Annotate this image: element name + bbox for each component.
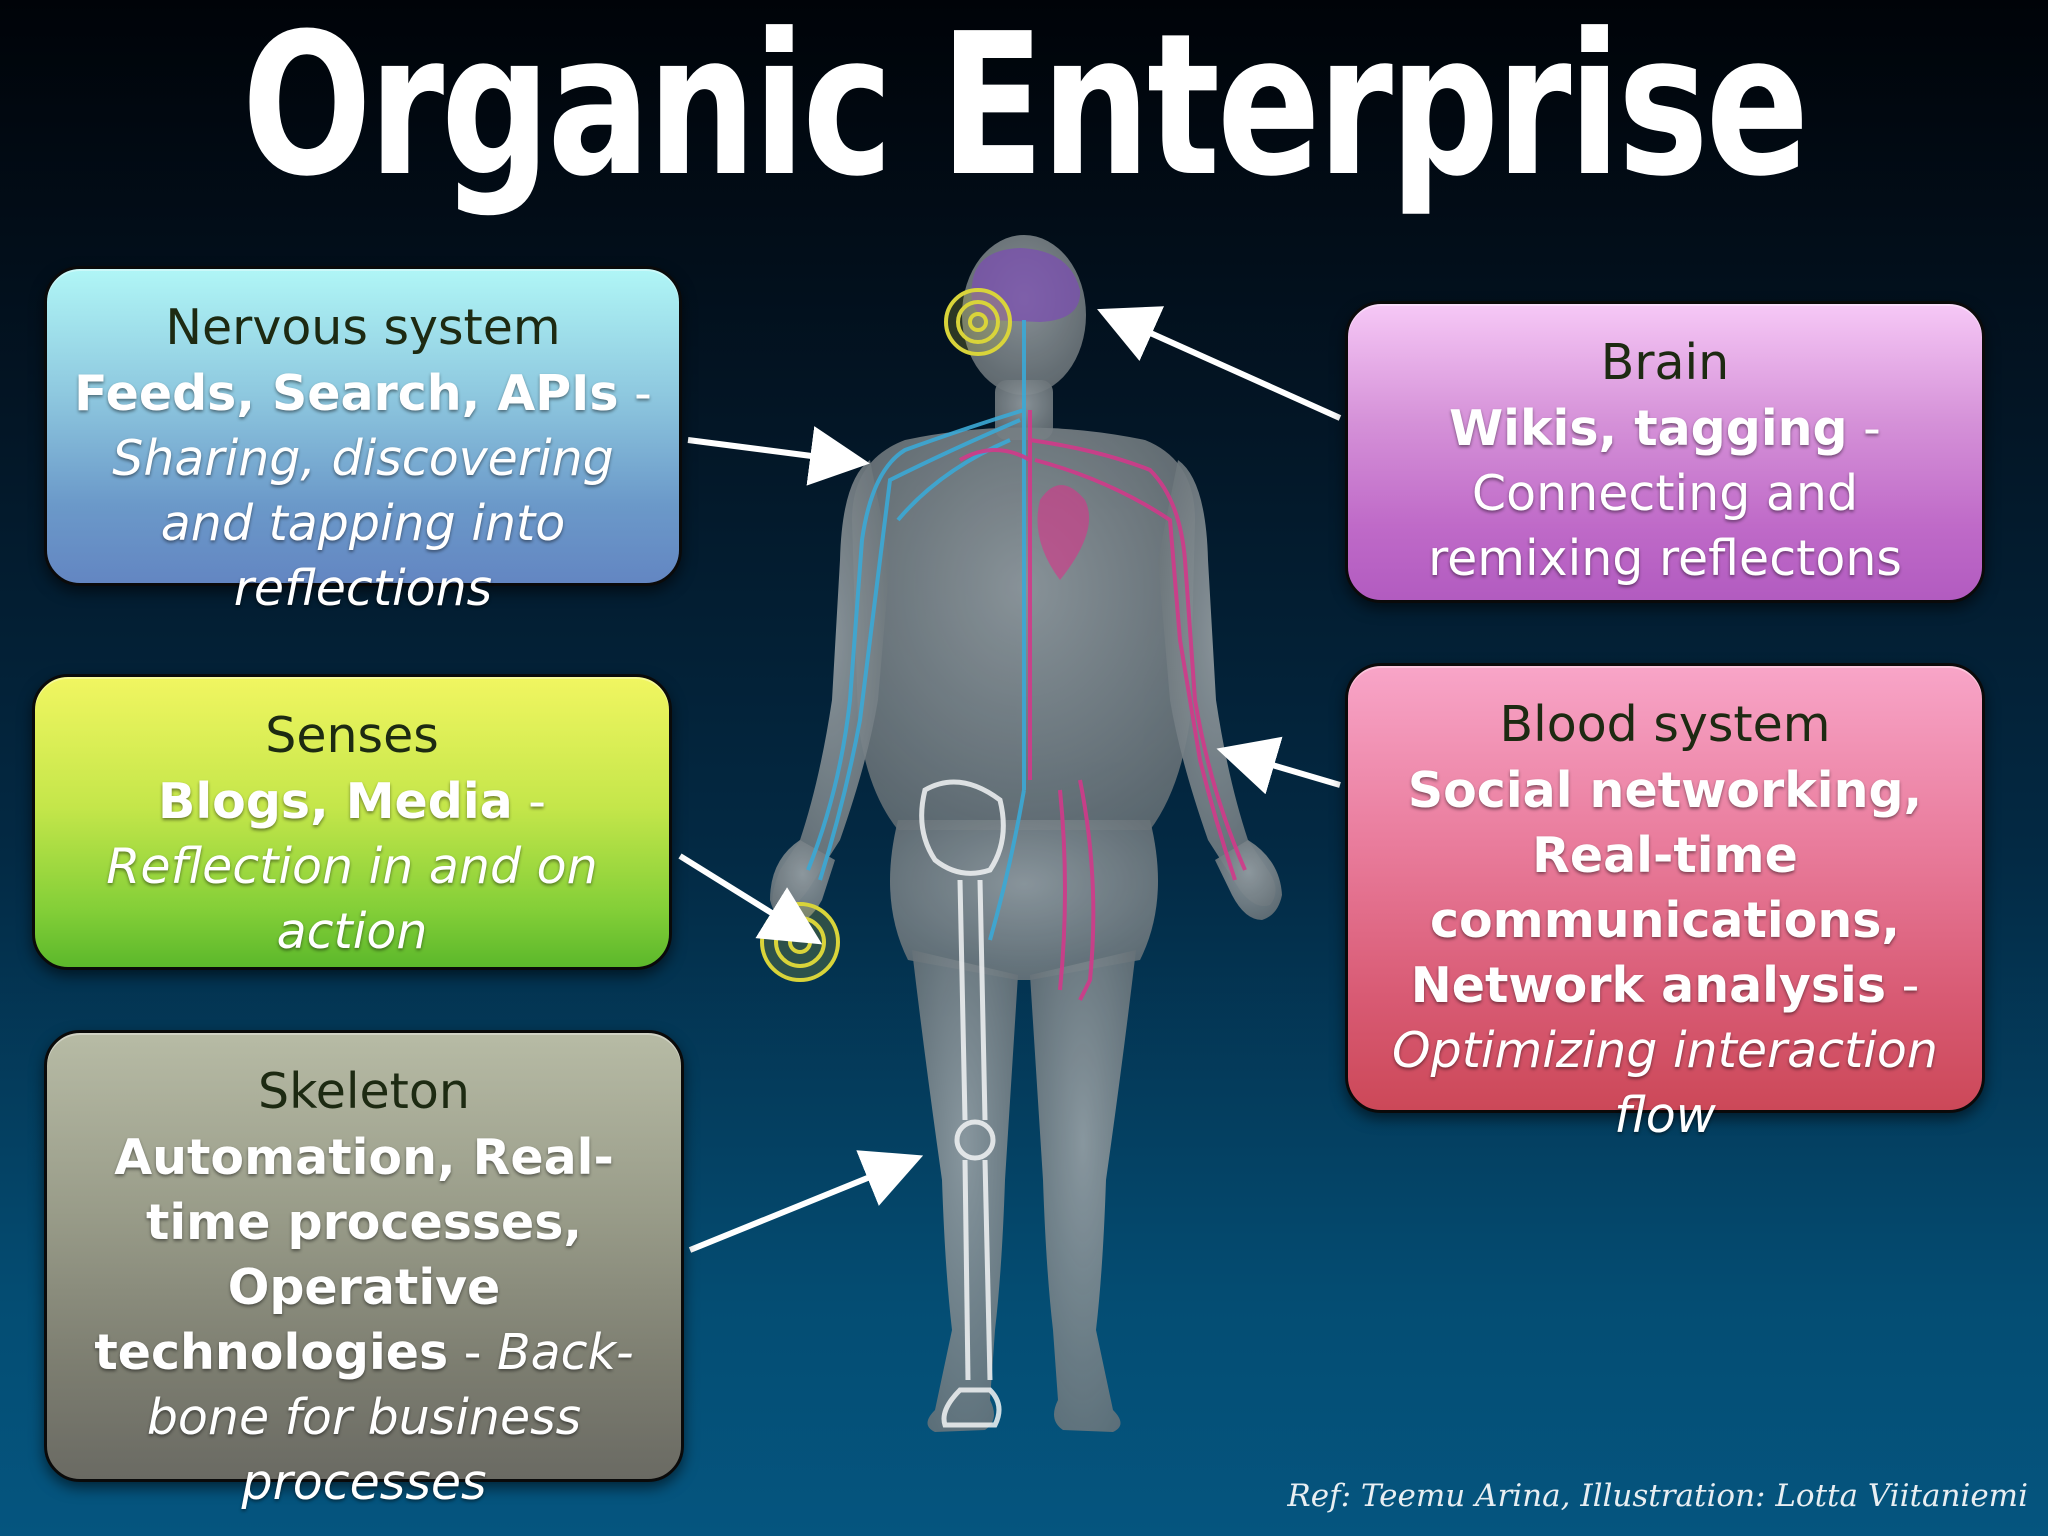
brain-body: Wikis, tagging - Connecting and remixing… — [1348, 396, 1982, 591]
brain-shape — [971, 248, 1081, 322]
slide-title: Organic Enterprise — [241, 0, 1809, 220]
pointer-arrows — [678, 306, 1342, 1253]
blood-system-tools: Social networking, Real-time communicati… — [1407, 762, 1923, 1014]
nervous-system-lines — [806, 320, 1026, 941]
nervous-system-box: Nervous system Feeds, Search, APIs - Sha… — [44, 266, 682, 617]
blood-system-heading: Blood system — [1499, 696, 1831, 753]
nervous-system-tools: Feeds, Search, APIs — [74, 365, 619, 422]
brain-tools: Wikis, tagging — [1449, 400, 1848, 457]
blood-system-body: Social networking, Real-time communicati… — [1348, 758, 1982, 1148]
arrow-blood — [1216, 736, 1341, 795]
skeleton-description: Back-bone for business processes — [146, 1324, 634, 1511]
arrow-senses — [678, 853, 823, 945]
skeleton-tools: Automation, Real-time processes, Operati… — [94, 1129, 614, 1381]
skeleton-heading: Skeleton — [258, 1063, 470, 1120]
arrow-skeleton — [688, 1150, 924, 1253]
senses-tools: Blogs, Media — [158, 773, 513, 830]
nervous-system-body: Feeds, Search, APIs - Sharing, discoveri… — [47, 361, 679, 621]
senses-description: Reflection in and on action — [106, 838, 598, 960]
credit-line: Ref: Teemu Arina, Illustration: Lotta Vi… — [1287, 1478, 2028, 1514]
blood-system-separator: - — [1886, 957, 1920, 1014]
brain-separator: - — [1847, 400, 1881, 457]
senses-box: Senses Blogs, Media - Reflection in and … — [32, 674, 672, 970]
senses-separator: - — [512, 773, 546, 830]
nervous-system-separator: - — [618, 365, 652, 422]
skeleton-box: Skeleton Automation, Real-time processes… — [44, 1030, 684, 1511]
blood-system-box: Blood system Social networking, Real-tim… — [1345, 663, 1985, 1144]
nervous-system-heading: Nervous system — [165, 299, 561, 356]
brain-heading: Brain — [1600, 334, 1730, 391]
senses-body: Blogs, Media - Reflection in and on acti… — [35, 769, 669, 964]
skeleton-bones — [919, 779, 1006, 1428]
target-ring-head — [944, 288, 1012, 356]
blood-system-description: Optimizing interaction flow — [1392, 1022, 1938, 1144]
arrow-brain — [1097, 306, 1342, 421]
senses-heading: Senses — [265, 707, 439, 764]
skeleton-separator: - — [448, 1324, 498, 1381]
arrow-nervous — [687, 426, 870, 486]
skeleton-body: Automation, Real-time processes, Operati… — [47, 1125, 681, 1515]
heart-shape — [1037, 485, 1090, 580]
blood-system-lines — [959, 410, 1247, 1001]
nervous-system-description: Sharing, discovering and tapping into re… — [112, 430, 614, 617]
brain-box: Brain Wikis, tagging - Connecting and re… — [1345, 301, 1985, 603]
brain-description: Connecting and remixing reflectons — [1428, 465, 1902, 587]
